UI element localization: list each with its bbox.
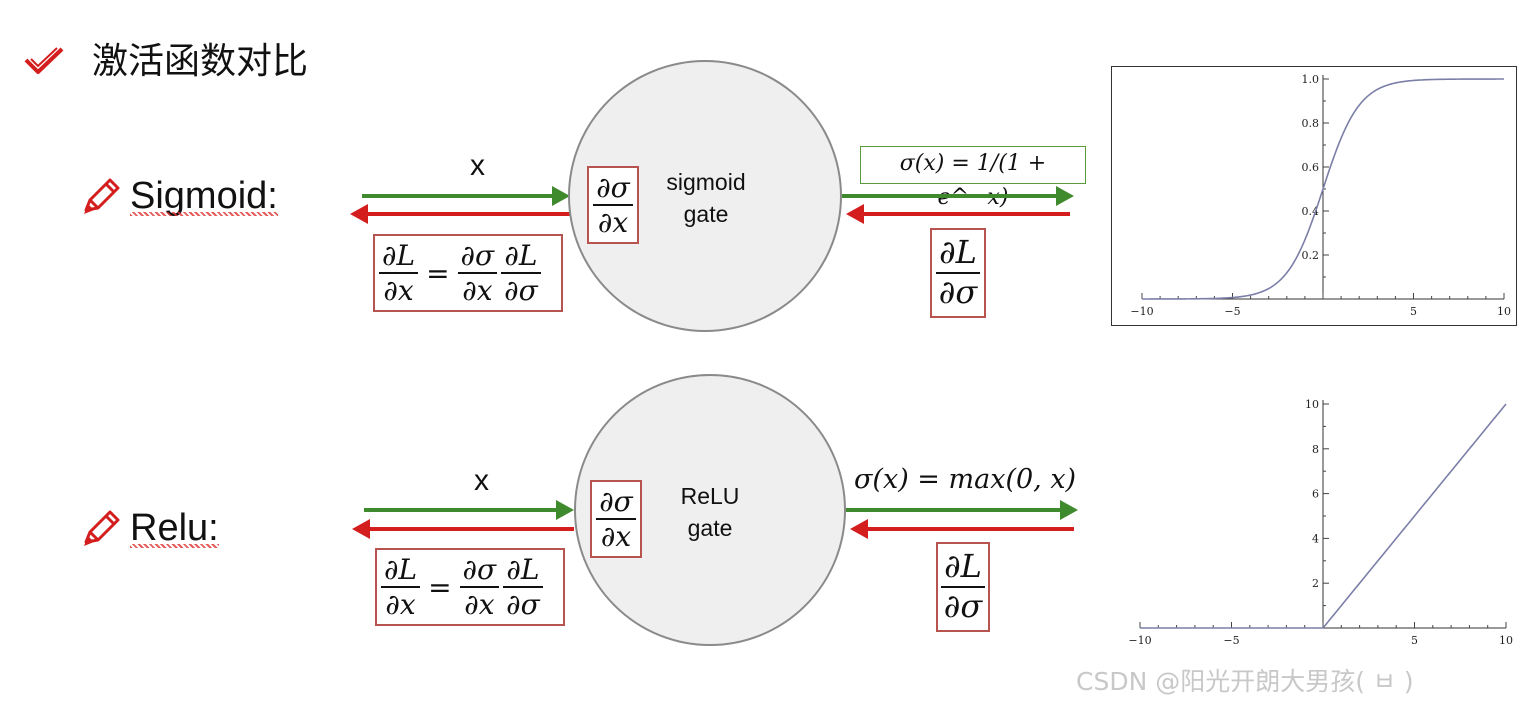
row-label-sigmoid: Sigmoid:: [130, 175, 278, 217]
y-tick-label: 1.0: [1302, 73, 1320, 86]
chain-rule-box: ∂L∂x = ∂σ∂x ∂L∂σ: [373, 234, 563, 312]
x-tick-label: 10: [1499, 634, 1513, 647]
local-gradient-box: ∂σ∂x: [590, 480, 642, 558]
x-tick-label: 5: [1411, 634, 1418, 647]
local-gradient-box: ∂σ∂x: [587, 166, 639, 244]
x-tick-label: −5: [1223, 634, 1239, 647]
page-title: 激活函数对比: [92, 41, 309, 82]
forward-arrow-out: [846, 500, 1078, 520]
y-tick-label: 2: [1312, 577, 1319, 590]
relu-chart: −10 −5 5 10 2 4 6 8 10: [1118, 390, 1518, 652]
x-tick-label: −5: [1224, 305, 1240, 318]
y-tick-label: 0.6: [1302, 161, 1320, 174]
y-tick-label: 0.2: [1302, 249, 1320, 262]
input-x-label: x: [474, 464, 489, 497]
backward-arrow-out: [350, 204, 570, 224]
relu-formula: σ(x) = max(0, x): [854, 464, 1077, 495]
x-tick-label: −10: [1128, 634, 1151, 647]
forward-arrow-out: [842, 186, 1074, 206]
watermark: CSDN @阳光开朗大男孩( ㅂ ): [1076, 667, 1414, 696]
forward-arrow-in: [362, 186, 570, 206]
y-tick-label: 0.8: [1302, 117, 1320, 130]
row-label-relu: Relu:: [130, 507, 219, 549]
upstream-gradient-box: ∂L∂σ: [930, 228, 986, 318]
relu-curve: [1140, 403, 1507, 629]
backward-arrow-out: [352, 519, 574, 539]
sigmoid-formula: σ(x) = 1/(1 + e^−x): [860, 146, 1086, 210]
upstream-gradient-box: ∂L∂σ: [936, 542, 990, 632]
input-x-label: x: [470, 149, 485, 182]
x-tick-label: 5: [1410, 305, 1417, 318]
pencil-icon: [84, 510, 120, 546]
relu-plot: −10 −5 5 10 2 4 6 8 10: [1128, 398, 1513, 647]
chain-rule-box: ∂L∂x = ∂σ∂x ∂L∂σ: [375, 548, 565, 626]
y-tick-label: 4: [1312, 532, 1319, 545]
backward-arrow-in: [850, 519, 1074, 539]
backward-arrow-in: [846, 204, 1070, 224]
y-tick-label: 10: [1305, 398, 1319, 411]
y-tick-label: 8: [1312, 443, 1319, 456]
x-tick-label: −10: [1130, 305, 1153, 318]
forward-arrow-in: [364, 500, 574, 520]
y-tick-label: 6: [1312, 488, 1319, 501]
checkmark-icon: [24, 47, 64, 74]
pencil-icon: [84, 178, 120, 214]
sigmoid-curve: [1142, 78, 1504, 300]
x-tick-label: 10: [1497, 305, 1511, 318]
